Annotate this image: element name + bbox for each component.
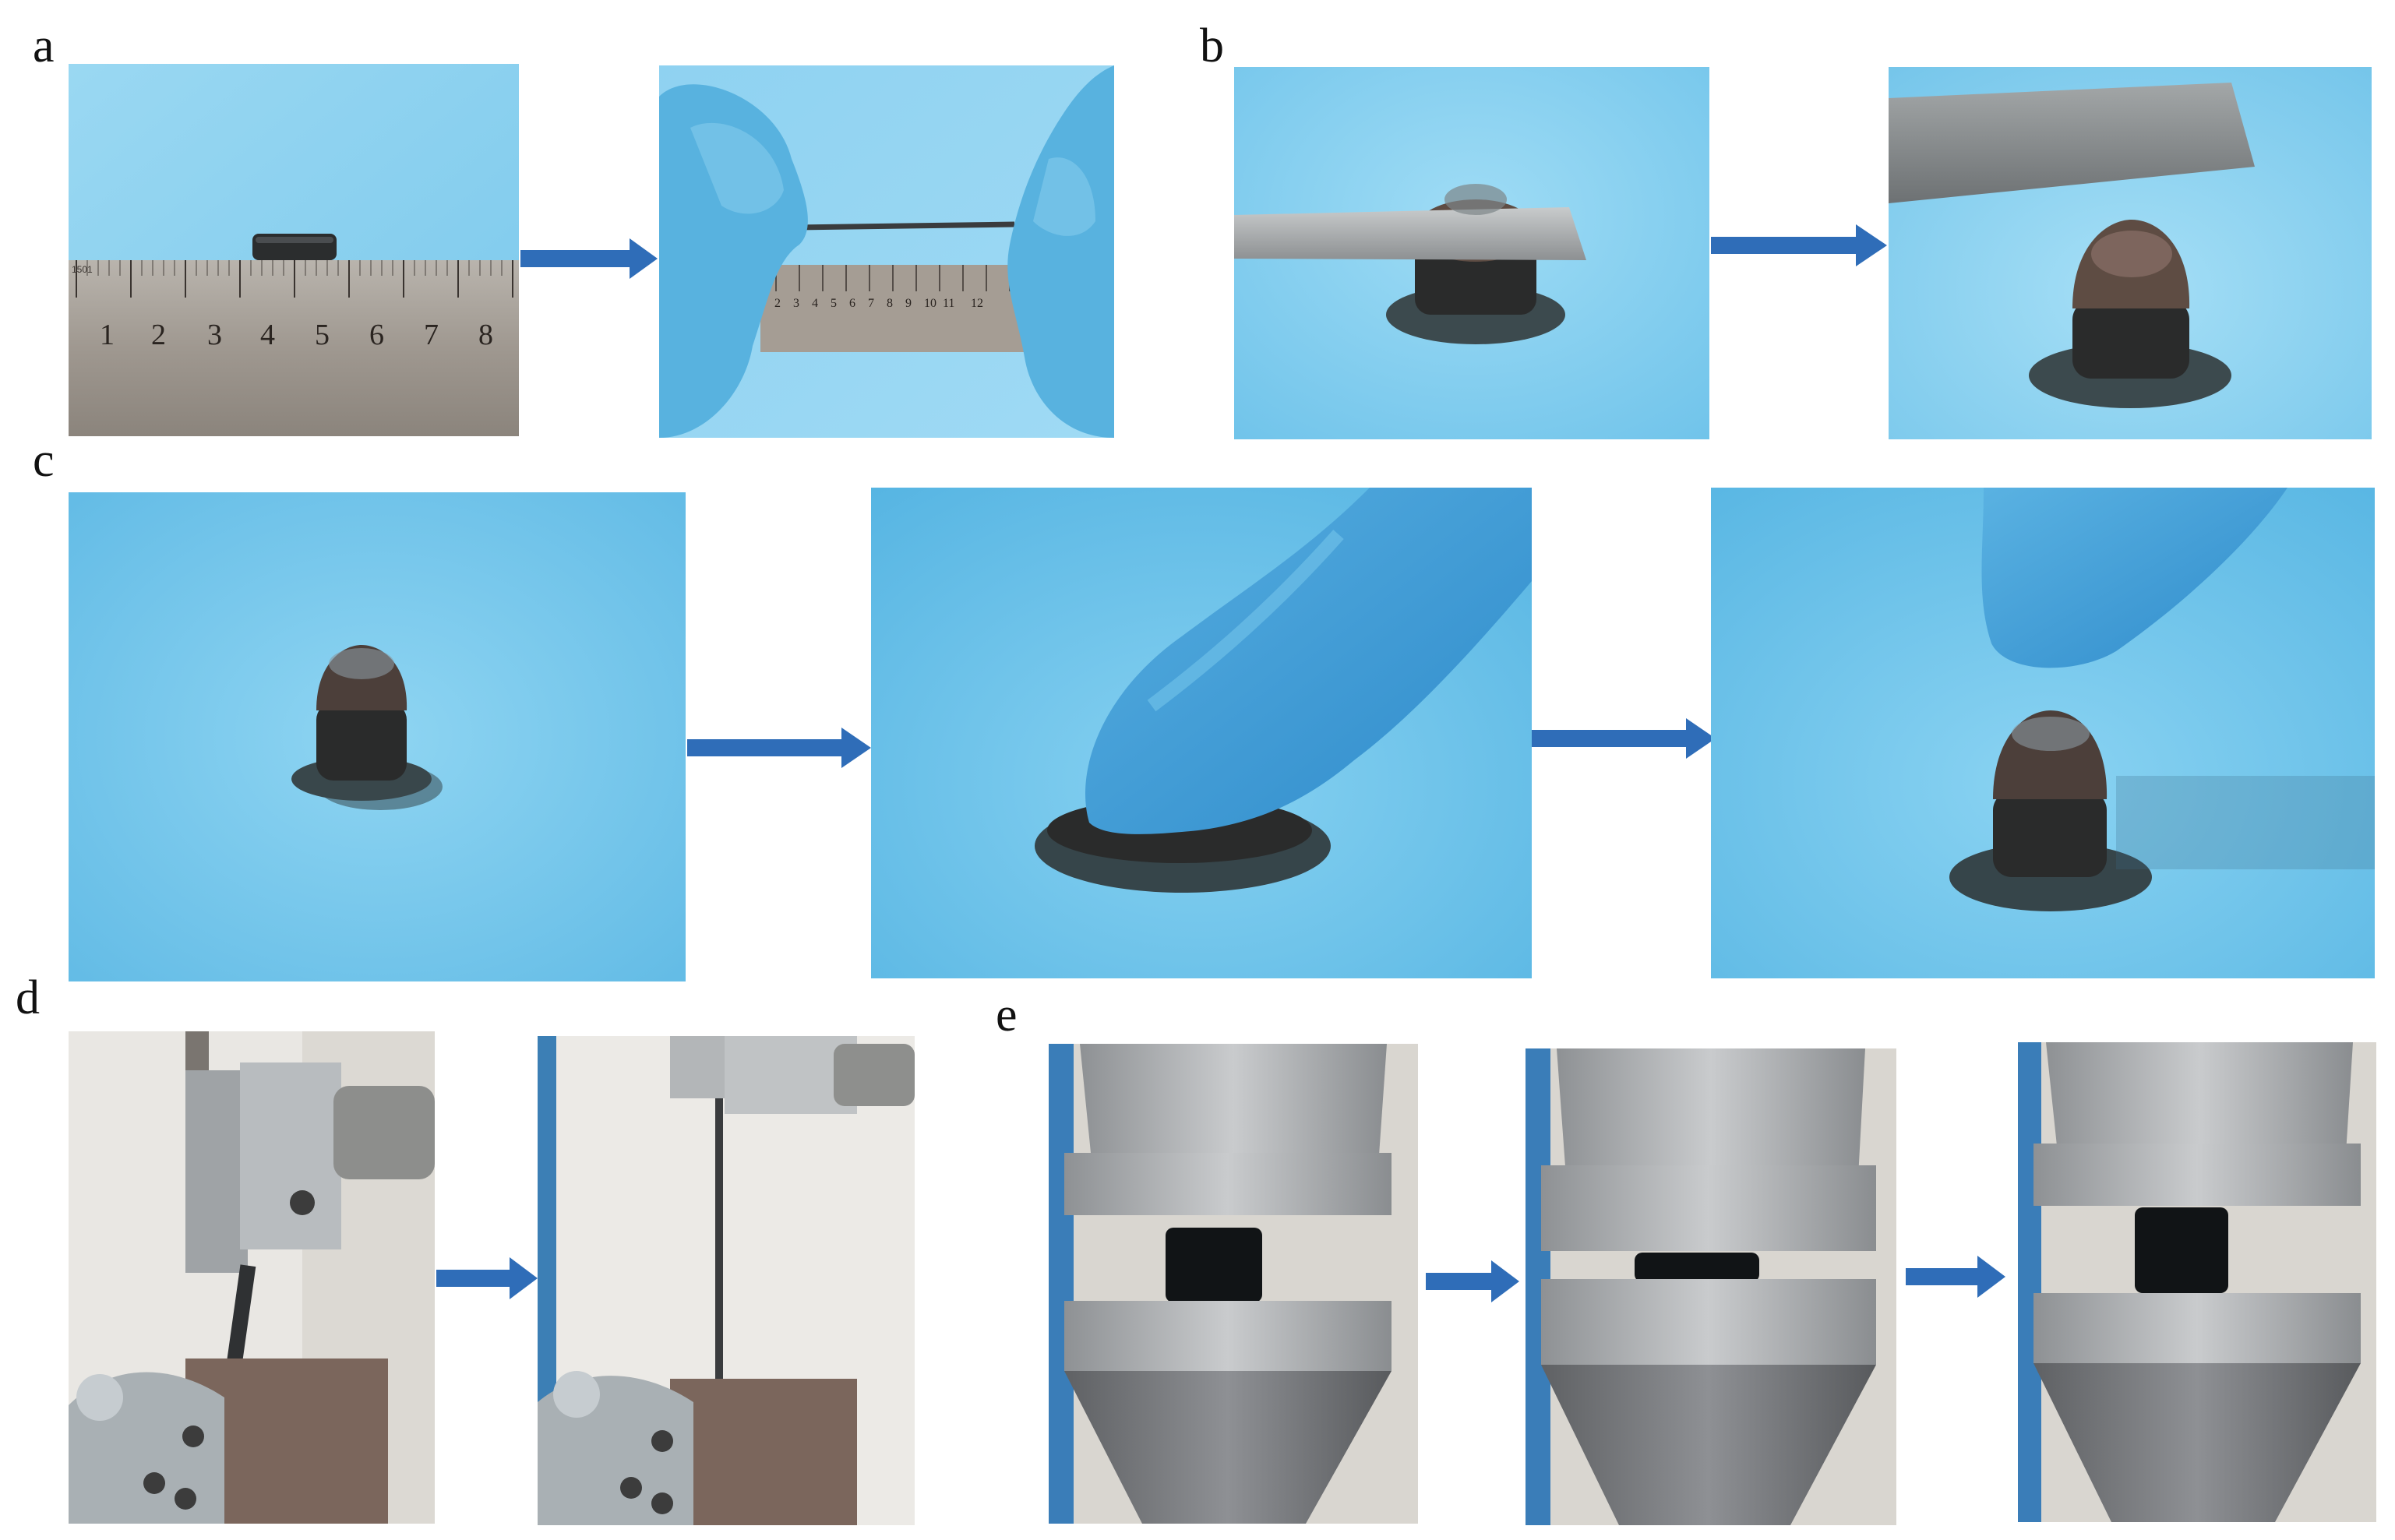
panel-b-photo-blade-above xyxy=(1889,67,2372,439)
panel-c-photo-recovered xyxy=(1711,488,2375,978)
svg-text:5: 5 xyxy=(831,297,837,310)
panel-a-photo-ruler-short: 1 2 3 4 5 6 7 8 1501 xyxy=(69,64,519,436)
svg-text:12: 12 xyxy=(971,297,983,310)
arrow-right-icon xyxy=(520,238,658,279)
panel-c-photo-sample xyxy=(69,492,686,981)
arrow-right-icon xyxy=(1532,718,1716,759)
panel-d-photo-tensile-stretched xyxy=(538,1036,915,1525)
svg-text:3: 3 xyxy=(793,297,799,310)
svg-text:7: 7 xyxy=(868,297,874,310)
ruler-number-5: 5 xyxy=(315,319,330,351)
svg-text:6: 6 xyxy=(849,297,855,310)
arrow-right-icon xyxy=(1711,224,1887,266)
panel-c-photo-finger-press xyxy=(871,488,1532,978)
panel-label-b: b xyxy=(1200,19,1224,72)
panel-b-photo-blade-under xyxy=(1234,67,1709,439)
svg-text:11: 11 xyxy=(943,297,954,310)
ruler-number-3: 3 xyxy=(207,319,222,351)
panel-label-e: e xyxy=(996,988,1018,1041)
ruler-number-6: 6 xyxy=(369,319,384,351)
ruler-number-1: 1 xyxy=(100,319,115,351)
arrow-right-icon xyxy=(1906,1256,2005,1298)
panel-d-photo-tensile-start xyxy=(69,1031,435,1524)
svg-text:9: 9 xyxy=(905,297,912,310)
svg-text:4: 4 xyxy=(812,297,818,310)
ruler-number-8: 8 xyxy=(478,319,493,351)
panel-e-photo-compress-start xyxy=(1049,1044,1418,1524)
panel-e-photo-recovered xyxy=(2018,1042,2376,1522)
ruler-number-7: 7 xyxy=(424,319,439,351)
panel-label-d: d xyxy=(16,971,40,1024)
svg-text:8: 8 xyxy=(887,297,893,310)
panel-label-a: a xyxy=(33,19,55,72)
arrow-right-icon xyxy=(436,1257,538,1299)
svg-text:2: 2 xyxy=(774,297,781,310)
panel-a-photo-stretched-fiber: 2 3 4 5 6 7 8 9 10 11 12 xyxy=(659,65,1114,438)
arrow-right-icon xyxy=(687,728,871,768)
arrow-right-icon xyxy=(1426,1260,1519,1302)
ruler-number-2: 2 xyxy=(151,319,166,351)
ruler-tiny-text: 1501 xyxy=(72,264,93,275)
svg-text:10: 10 xyxy=(924,297,936,310)
panel-e-photo-compressed xyxy=(1526,1048,1896,1525)
ruler-number-4: 4 xyxy=(260,319,275,351)
panel-label-c: c xyxy=(33,434,55,487)
